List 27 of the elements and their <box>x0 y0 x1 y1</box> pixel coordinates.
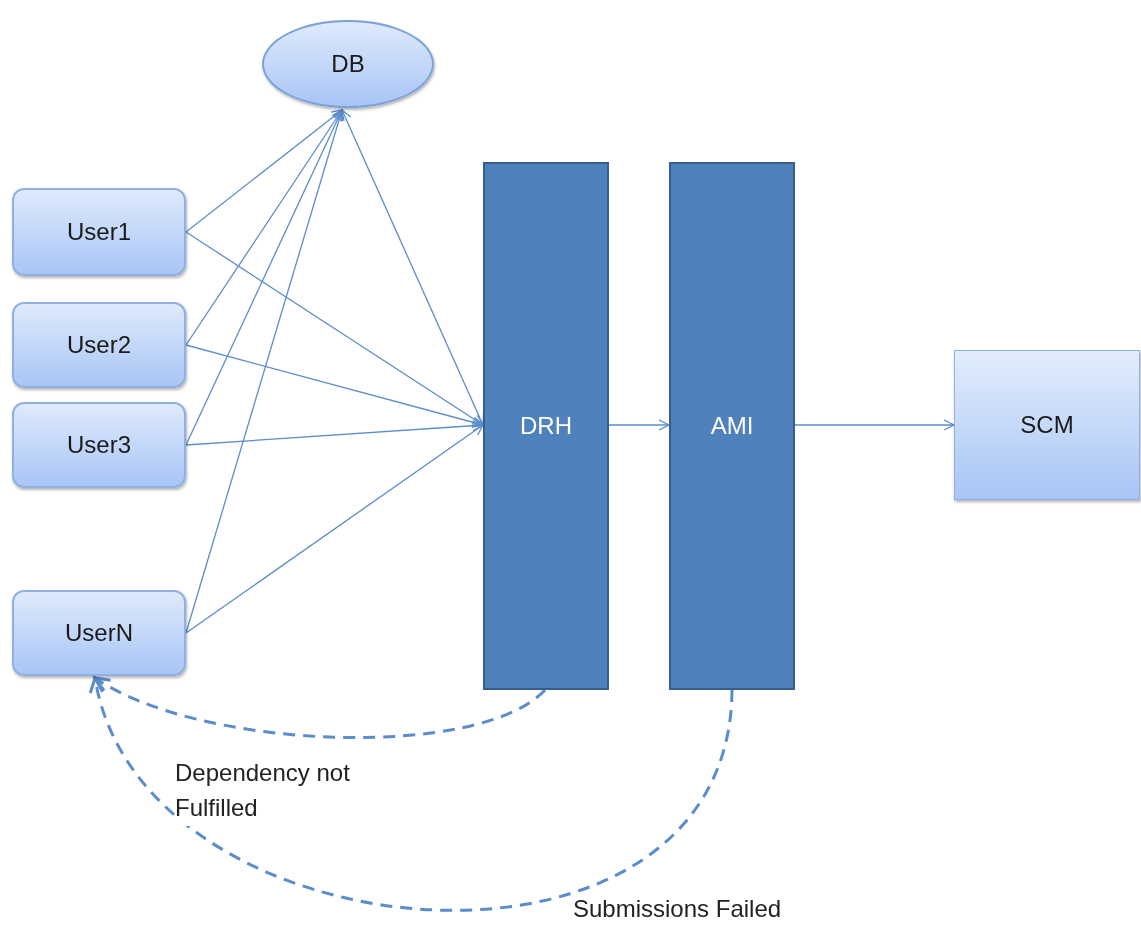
node-label: User1 <box>67 217 131 247</box>
process-bar <box>483 162 609 690</box>
arrow <box>185 109 345 634</box>
node-label: DRH <box>520 411 572 441</box>
arrow <box>185 424 484 634</box>
user-box <box>12 590 186 676</box>
arrow <box>185 420 484 446</box>
arrow <box>185 109 343 233</box>
node-label: User2 <box>67 330 131 360</box>
dashed-arrow <box>91 676 734 912</box>
node-label: UserN <box>65 618 133 648</box>
user-box <box>12 188 186 276</box>
arrow <box>794 419 955 431</box>
dashed-arrow <box>93 676 546 739</box>
node-label: DB <box>331 49 365 79</box>
arrow <box>185 109 343 346</box>
arrow <box>185 231 484 426</box>
process-bar <box>669 162 795 690</box>
user-box <box>12 402 186 488</box>
node-label: User3 <box>67 430 131 460</box>
arrow <box>340 109 485 426</box>
arrow <box>185 109 343 446</box>
node-label: AMI <box>710 411 754 441</box>
user-box <box>12 302 186 388</box>
node-label: SCM <box>1020 410 1074 440</box>
arrow <box>608 419 670 431</box>
system-box <box>954 350 1140 500</box>
